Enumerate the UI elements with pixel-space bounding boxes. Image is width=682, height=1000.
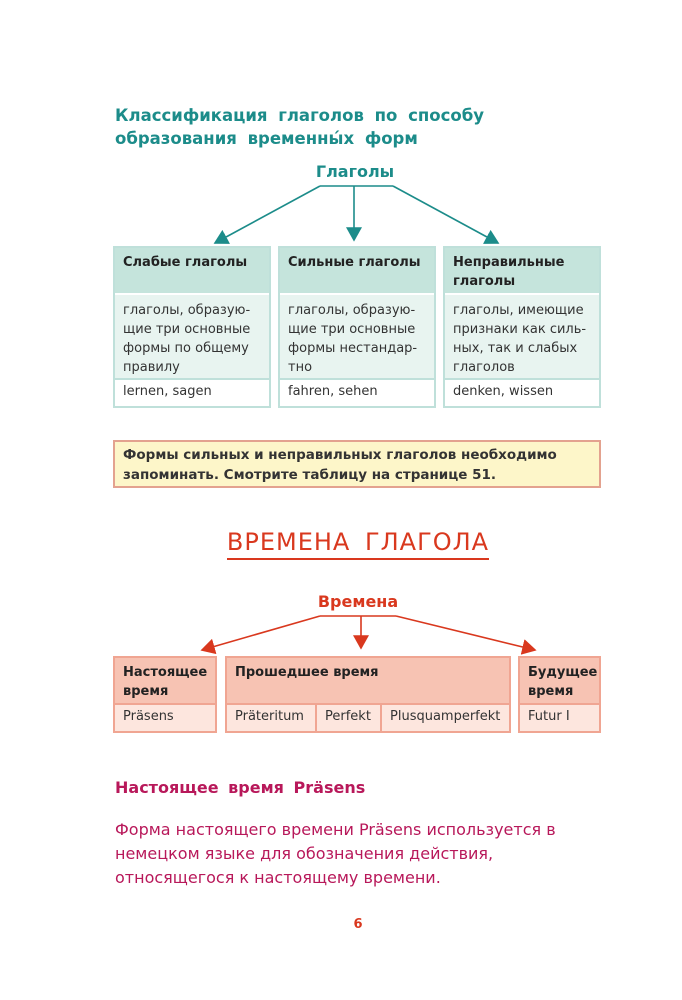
verb-type-name: Сильные глаголы (280, 248, 434, 295)
verb-type-strong: Сильные глаголы глаголы, образую-щие три… (278, 246, 436, 408)
verb-type-description: глаголы, имеющие признаки как силь-ных, … (445, 295, 599, 380)
tense-name: Будущее время (520, 658, 599, 705)
chapter-heading: ВРЕМЕНА ГЛАГОЛА (0, 528, 682, 560)
note-box: Формы сильных и неправильных глаголов не… (113, 440, 601, 488)
tense-form: Präteritum (227, 705, 317, 731)
verb-type-weak: Слабые глаголы глаголы, образую-щие три … (113, 246, 271, 408)
tenses-root-label: Времена (317, 592, 399, 611)
tense-present: Настоящее время Präsens (113, 656, 217, 733)
verb-type-examples: lernen, sagen (115, 380, 269, 406)
tense-name: Настоящее время (115, 658, 215, 705)
paragraph: Форма настоящего времени Präsens использ… (115, 820, 556, 887)
verb-type-examples: fahren, sehen (280, 380, 434, 406)
tense-future: Будущее время Futur I (518, 656, 601, 733)
verb-type-description: глаголы, образую-щие три основные формы … (115, 295, 269, 380)
verb-type-description: глаголы, образую-щие три основные формы … (280, 295, 434, 380)
tenses-arrows (200, 615, 537, 655)
tense-form: Futur I (528, 709, 570, 724)
section-title: Классификация глаголов по способу образо… (115, 106, 485, 148)
subheading: Настоящее время Präsens (115, 778, 366, 797)
tense-form: Präsens (123, 709, 174, 724)
verbs-arrows (213, 185, 500, 244)
tense-name: Прошедшее время (227, 658, 509, 705)
chapter-heading-text: ВРЕМЕНА ГЛАГОЛА (226, 528, 490, 560)
verb-type-name: Неправильные глаголы (445, 248, 599, 295)
verb-type-examples: denken, wissen (445, 380, 599, 406)
page-number: 6 (353, 917, 363, 932)
verbs-root-label: Глаголы (315, 162, 395, 181)
verb-type-irregular: Неправильные глаголы глаголы, имеющие пр… (443, 246, 601, 408)
tense-form: Perfekt (317, 705, 382, 731)
tense-form: Plusquamperfekt (390, 709, 501, 724)
verb-type-name: Слабые глаголы (115, 248, 269, 295)
